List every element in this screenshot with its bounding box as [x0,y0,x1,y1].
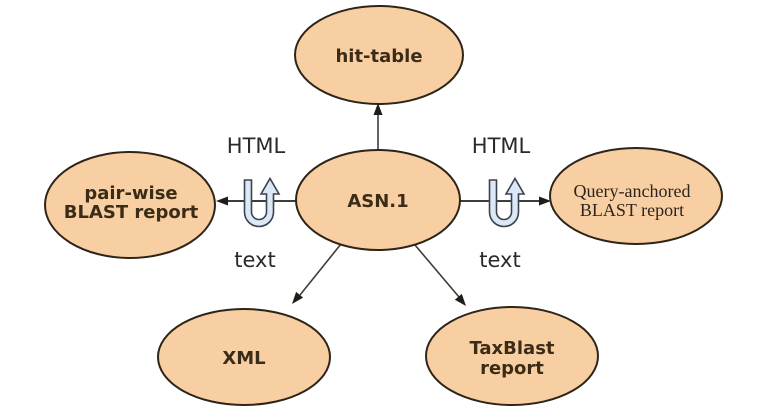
arrowhead-left-icon [216,196,228,206]
node-hit-table-label: hit-table [335,46,422,67]
edge-label-html-left: HTML [227,134,286,158]
node-query-anchored-label-line2: BLAST report [580,200,684,220]
uturn-arrow-icon [243,176,281,228]
node-taxblast-shape [425,306,599,406]
edges [216,103,551,306]
uturn-arrow-icon [488,176,526,228]
edge-label-html-right: HTML [472,134,531,158]
node-hit-table-shape [294,5,464,105]
node-taxblast-label-line2: report [480,358,544,379]
node-query-anchored-label-line1: Query-anchored [574,181,691,201]
node-hit-table: hit-table [294,5,464,105]
node-xml-shape [157,308,331,406]
arrowhead-downleft-icon [292,291,304,304]
edge-asn1-to-xml [299,243,342,296]
node-asn1-shape [295,149,461,251]
node-asn1-label: ASN.1 [347,191,408,212]
edge-label-text-left: text [234,248,275,272]
node-taxblast-report: TaxBlast report [425,306,599,406]
arrowhead-right-icon [539,196,551,206]
node-xml-label: XML [222,348,265,369]
edge-label-text-right: text [479,248,520,272]
node-pairwise-blast-report: pair-wise BLAST report [44,151,216,259]
node-query-anchored-blast-report: Query-anchored BLAST report [549,147,723,245]
node-pairwise-shape [44,151,216,259]
node-query-anchored-shape [549,147,723,245]
arrowhead-downright-icon [454,293,466,306]
node-pairwise-label-line1: pair-wise [84,183,177,204]
edge-asn1-to-taxblast [414,244,460,298]
node-xml: XML [157,308,331,406]
node-pairwise-label-line2: BLAST report [64,202,199,223]
arrowhead-up-icon [373,103,383,115]
node-asn1: ASN.1 [295,149,461,251]
node-taxblast-label-line1: TaxBlast [469,338,554,359]
